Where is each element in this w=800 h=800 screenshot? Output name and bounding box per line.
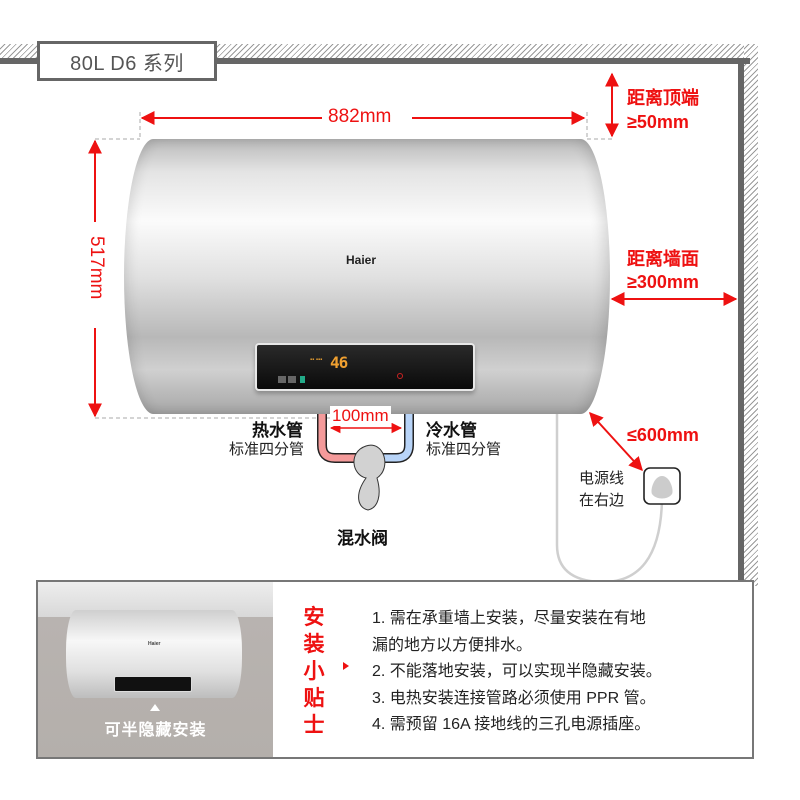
tips-list: 1. 需在承重墙上安装，尽量安装在有地 漏的地方以方便排水。 2. 不能落地安装… <box>372 606 662 739</box>
top-clearance-label: 距离顶端 <box>627 88 699 108</box>
mini-control-panel <box>114 676 192 692</box>
temperature-display: 46 <box>330 353 348 372</box>
brand-logo: Haier <box>346 253 377 267</box>
mini-brand-logo: Haier <box>148 641 161 647</box>
cold-pipe-spec: 标准四分管 <box>426 441 502 458</box>
power-cord-position: 在右边 <box>579 492 625 509</box>
hot-pipe-spec: 标准四分管 <box>229 441 305 458</box>
hot-pipe-label: 热水管 <box>252 421 303 440</box>
power-cord-label: 电源线 <box>579 470 625 487</box>
tip-item: 漏的地方以方便排水。 <box>372 636 533 654</box>
control-panel <box>255 343 475 391</box>
tip-item: 2. 不能落地安装，可以实现半隐藏安装。 <box>372 663 662 680</box>
tips-title-char: 安 <box>303 606 325 629</box>
power-icon <box>397 373 403 379</box>
tips-title-char: 小 <box>303 660 325 683</box>
tip-item: 4. 需预留 16A 接地线的三孔电源插座。 <box>372 716 651 733</box>
panel-button-icon <box>288 376 296 383</box>
tips-title-char: 贴 <box>303 687 325 710</box>
tips-title: 安 装 小 贴 士 <box>300 604 328 739</box>
side-clearance-value: ≥300mm <box>627 272 699 292</box>
pipe-spacing: 100mm <box>330 406 391 426</box>
cold-pipe-label: 冷水管 <box>426 421 477 440</box>
panel-indicators: ▪▪ ▪▪▪ <box>310 357 323 363</box>
tip-item: 3. 电热安装连接管路必须使用 PPR 管。 <box>372 689 656 707</box>
height-dimension: 517mm <box>85 230 107 306</box>
tip-item: 1. 需在承重墙上安装，尽量安装在有地 <box>372 610 646 627</box>
side-clearance-label: 距离墙面 <box>627 249 699 269</box>
wall-hatch <box>744 44 758 586</box>
tips-title-char: 装 <box>303 633 325 656</box>
ceiling-line <box>0 58 750 64</box>
socket-distance: ≤600mm <box>627 425 699 445</box>
panel-button-icon <box>278 376 286 383</box>
mixing-valve-label: 混水阀 <box>337 529 388 548</box>
triangle-up-icon <box>150 704 160 711</box>
top-clearance-value: ≥50mm <box>627 112 689 132</box>
wall-line <box>738 58 744 586</box>
tips-title-char: 士 <box>303 714 325 737</box>
width-dimension: 882mm <box>322 106 398 128</box>
triangle-right-icon <box>343 662 349 670</box>
wifi-status-icon <box>300 376 305 383</box>
photo-caption: 可半隐藏安装 <box>104 722 207 739</box>
series-title: 80L D6 系列 <box>37 41 217 81</box>
